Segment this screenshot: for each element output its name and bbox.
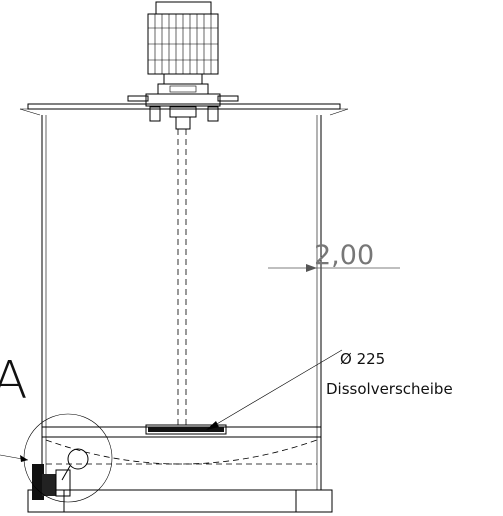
outlet-valve	[32, 448, 89, 500]
stirrer-shaft	[177, 129, 187, 427]
detail-leader	[0, 454, 29, 462]
dimension-label: 2,00	[314, 240, 374, 271]
dimension-2-00	[268, 264, 400, 272]
disc-callout-leader	[206, 349, 343, 430]
lid-flange	[19, 93, 349, 130]
motor-unit	[147, 1, 219, 95]
base-frame	[27, 489, 333, 513]
vessel	[41, 115, 322, 490]
dissolver-disc	[145, 424, 227, 435]
diameter-label: Ø 225	[340, 350, 385, 368]
detail-label: A	[0, 351, 28, 411]
part-name-label: Dissolverscheibe	[326, 380, 453, 398]
